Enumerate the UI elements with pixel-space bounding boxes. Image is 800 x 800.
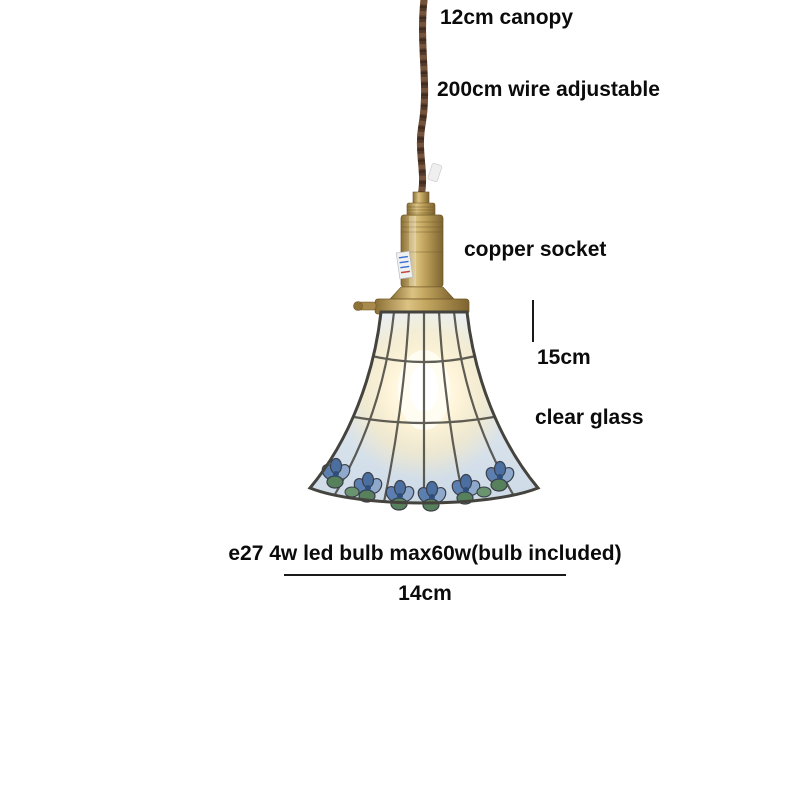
leaf-accent — [476, 486, 492, 498]
wire-label: 200cm wire adjustable — [437, 78, 660, 101]
socket-cap-nut — [406, 202, 436, 217]
height-dimension-line — [532, 300, 534, 342]
wire-tag — [427, 162, 443, 182]
socket-sticker — [395, 250, 414, 280]
glass-shade — [308, 310, 540, 512]
copper-socket — [353, 191, 470, 318]
width-label: 14cm — [398, 582, 452, 605]
leaf-accent — [344, 486, 360, 498]
socket-label: copper socket — [464, 238, 607, 261]
socket-flare — [389, 286, 455, 300]
width-dimension-line — [284, 574, 566, 576]
pendant-wire — [416, 0, 443, 200]
height-label: 15cm — [537, 346, 591, 369]
wire-twist-highlight — [416, 0, 429, 197]
bulb-label: e27 4w led bulb max60w(bulb included) — [228, 542, 622, 565]
glass-label: clear glass — [535, 406, 644, 429]
wire-twist-shadow — [416, 0, 429, 197]
socket-stem — [412, 191, 430, 205]
canopy-label: 12cm canopy — [440, 6, 574, 29]
flower-decoration — [318, 457, 518, 512]
